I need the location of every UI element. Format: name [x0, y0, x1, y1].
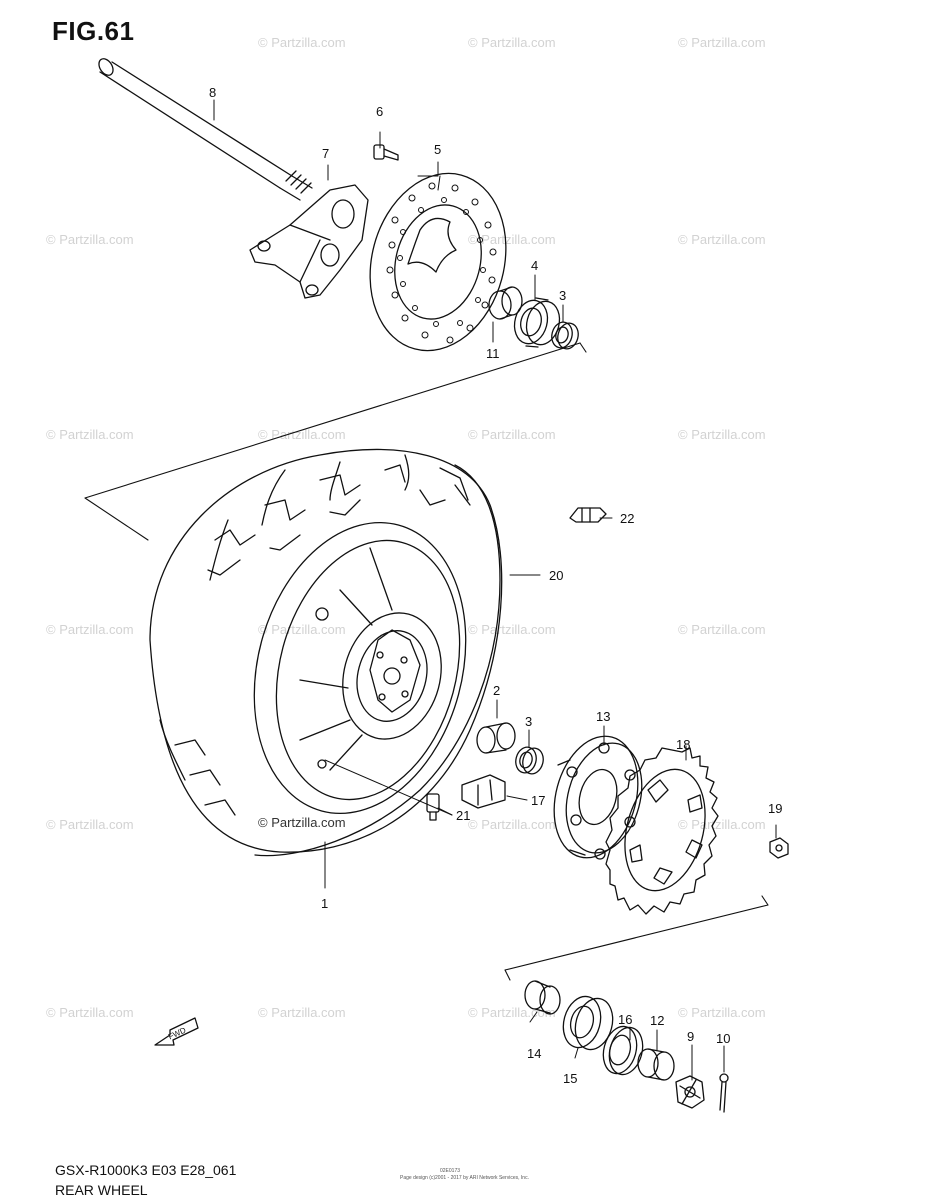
model-code: GSX-R1000K3 E03 E28_061 [55, 1162, 237, 1178]
part-label-10[interactable]: 10 [716, 1031, 730, 1046]
watermark: © Partzilla.com [46, 622, 134, 637]
watermark: © Partzilla.com [468, 35, 556, 50]
damper-drawing[interactable] [461, 774, 506, 809]
watermark: © Partzilla.com [258, 1005, 346, 1020]
watermark: © Partzilla.com [258, 35, 346, 50]
leader-lines [213, 99, 777, 1081]
watermark: © Partzilla.com [678, 817, 766, 832]
cotter-pin-drawing[interactable] [719, 1073, 729, 1113]
axle-drawing[interactable] [96, 56, 313, 201]
valve-drawing[interactable] [426, 793, 440, 821]
tire-drawing[interactable] [149, 448, 503, 857]
watermark: © Partzilla.com [46, 817, 134, 832]
watermark: © Partzilla.com [258, 622, 346, 637]
spacer-14-drawing[interactable] [524, 980, 561, 1015]
watermark: © Partzilla.com [678, 427, 766, 442]
part-label-21[interactable]: 21 [456, 808, 470, 823]
bearing-3-lower-drawing[interactable] [513, 745, 546, 776]
watermark: © Partzilla.com [468, 817, 556, 832]
watermark: © Partzilla.com [258, 427, 346, 442]
part-label-18[interactable]: 18 [676, 737, 690, 752]
part-label-3b[interactable]: 3 [525, 714, 532, 729]
part-label-16[interactable]: 16 [618, 1012, 632, 1027]
figure-title: FIG.61 [52, 16, 135, 46]
watermark: © Partzilla.com [678, 35, 766, 50]
part-labels: 8 6 7 5 4 3 11 22 20 2 3 13 18 19 17 21 … [167, 85, 783, 1086]
part-code: 02E0173 [440, 1168, 461, 1174]
brake-disc-drawing[interactable] [351, 158, 525, 366]
part-label-22[interactable]: 22 [620, 511, 634, 526]
part-label-1[interactable]: 1 [321, 896, 328, 911]
watermark: © Partzilla.com [46, 232, 134, 247]
section-title: REAR WHEEL [55, 1182, 148, 1198]
balancer-weight-drawing[interactable] [569, 507, 607, 523]
sprocket-drawing[interactable] [605, 747, 719, 915]
part-label-2[interactable]: 2 [493, 683, 500, 698]
part-label-3a[interactable]: 3 [559, 288, 566, 303]
part-label-5[interactable]: 5 [434, 142, 441, 157]
watermark: © Partzilla.com [46, 427, 134, 442]
watermark: © Partzilla.com [468, 427, 556, 442]
watermark-center: © Partzilla.com [258, 815, 346, 830]
upper-group-bracket [84, 342, 587, 541]
forward-arrow-icon [154, 1017, 199, 1046]
part-label-7[interactable]: 7 [322, 146, 329, 161]
copyright-note: Page design (c)2001 - 2017 by ARI Networ… [400, 1175, 529, 1181]
disc-bolt-drawing[interactable] [373, 144, 399, 161]
fwd-label: FWD [167, 1026, 188, 1042]
watermark: © Partzilla.com [678, 622, 766, 637]
part-label-4[interactable]: 4 [531, 258, 538, 273]
spacer-2-drawing[interactable] [476, 722, 516, 754]
bearing-3-upper-drawing[interactable] [549, 320, 581, 351]
sprocket-drum-drawing[interactable] [541, 727, 653, 867]
part-label-6[interactable]: 6 [376, 104, 383, 119]
part-label-17[interactable]: 17 [531, 793, 545, 808]
part-label-14[interactable]: 14 [527, 1046, 541, 1061]
watermark: © Partzilla.com [678, 232, 766, 247]
sprocket-nut-drawing[interactable] [769, 837, 789, 859]
oil-seal-drawing[interactable] [598, 1023, 647, 1079]
bearing-4-drawing[interactable] [510, 297, 564, 349]
wheel-drawing[interactable] [223, 499, 497, 838]
part-label-8[interactable]: 8 [209, 85, 216, 100]
part-label-20[interactable]: 20 [549, 568, 563, 583]
part-label-19[interactable]: 19 [768, 801, 782, 816]
part-label-15[interactable]: 15 [563, 1071, 577, 1086]
bearing-15-drawing[interactable] [558, 992, 618, 1054]
spacer-12-drawing[interactable] [637, 1048, 675, 1081]
watermark: © Partzilla.com [468, 622, 556, 637]
part-label-12[interactable]: 12 [650, 1013, 664, 1028]
spacer-11-drawing[interactable] [488, 286, 523, 320]
lower-group-bracket [504, 895, 769, 981]
part-label-9[interactable]: 9 [687, 1029, 694, 1044]
watermark: © Partzilla.com [678, 1005, 766, 1020]
part-label-11[interactable]: 11 [486, 346, 500, 361]
axle-nut-drawing[interactable] [675, 1075, 705, 1109]
caliper-bracket-drawing[interactable] [249, 184, 369, 299]
watermark: © Partzilla.com [468, 232, 556, 247]
watermark: © Partzilla.com [46, 1005, 134, 1020]
part-label-13[interactable]: 13 [596, 709, 610, 724]
